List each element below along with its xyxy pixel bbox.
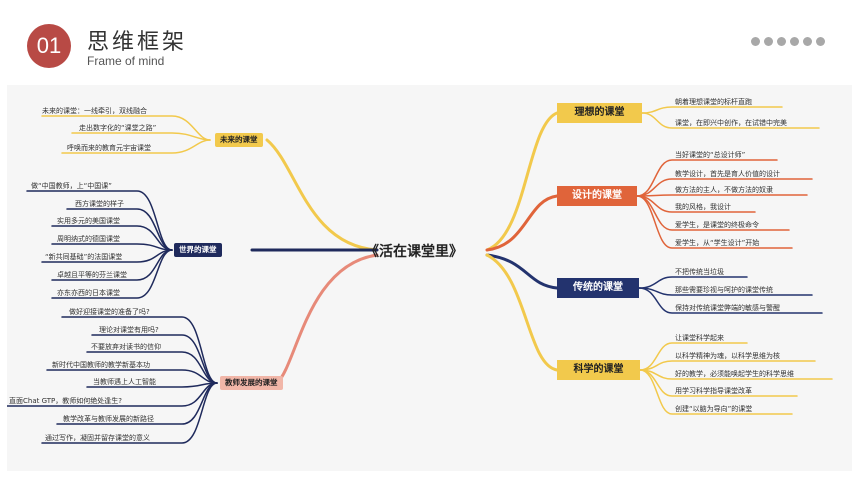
dot-icon [764, 37, 773, 46]
leaf-item: 不要放弃对读书的信仰 [91, 343, 161, 351]
leaf-item: 理论对课堂有用吗? [99, 326, 159, 334]
leaf-item: 做方法的主人，不做方法的奴隶 [675, 186, 773, 194]
leaf-item: 周明纳式的德国课堂 [57, 235, 120, 243]
leaf-item: 朝着理想课堂的标杆直跑 [675, 98, 752, 106]
leaf-item: 创建“以脑为导向”的课堂 [675, 405, 753, 413]
dot-icon [777, 37, 786, 46]
leaf-item: 西方课堂的样子 [75, 200, 124, 208]
mind-map-connectors [7, 106, 833, 444]
section-number-badge: 01 [27, 24, 71, 68]
leaf-item: 教学设计，首先是育人价值的设计 [675, 170, 780, 178]
branch-design-classroom: 设计的课堂 [557, 186, 637, 206]
leaf-item: 让课堂科学起来 [675, 334, 724, 342]
leaf-item: 用学习科学指导课堂改革 [675, 387, 752, 395]
branch-traditional-classroom: 传统的课堂 [557, 278, 639, 298]
dot-icon [790, 37, 799, 46]
leaf-item: 新时代中国教师的教学新基本功 [52, 361, 150, 369]
leaf-item: 不把传统当垃圾 [675, 268, 724, 276]
leaf-item: 那些需要珍视与呵护的课堂传统 [675, 286, 773, 294]
leaf-item: 亦东亦西的日本课堂 [57, 289, 120, 297]
leaf-item: 做“中国教师，上“中国课” [31, 182, 112, 190]
slide-header: 01 思维框架 Frame of mind [0, 0, 860, 80]
leaf-item: 爱学生，是课堂的终极命令 [675, 221, 759, 229]
leaf-item: 以科学精神为魂，以科学思维为核 [675, 352, 780, 360]
leaf-item: 当教师遇上人工智能 [93, 378, 156, 386]
branch-science-classroom: 科学的课堂 [557, 360, 640, 380]
branch-world-classroom: 世界的课堂 [174, 243, 222, 257]
dot-icon [751, 37, 760, 46]
leaf-item: “新共同基础”的法国课堂 [45, 253, 123, 261]
leaf-item: 教学改革与教师发展的新路径 [63, 415, 154, 423]
leaf-item: 保持对传统课堂弊端的敏感与警醒 [675, 304, 780, 312]
slide-subtitle: Frame of mind [87, 54, 165, 68]
dot-icon [816, 37, 825, 46]
leaf-item: 卓越且平等的芬兰课堂 [57, 271, 127, 279]
leaf-item: 直面Chat GTP，教师如何绝处逢生? [9, 397, 122, 405]
leaf-item: 呼唤而来的教育元宇宙课堂 [67, 144, 151, 152]
leaf-item: 课堂，在即兴中创作，在试错中完美 [675, 119, 787, 127]
leaf-item: 走出数字化的“课堂之路” [79, 124, 157, 132]
branch-ideal-classroom: 理想的课堂 [557, 103, 642, 123]
dot-icon [803, 37, 812, 46]
leaf-item: 好的教学，必须能唤起学生的科学思维 [675, 370, 794, 378]
leaf-item: 当好课堂的“总设计师” [675, 151, 746, 159]
branch-teacher-development: 教师发展的课堂 [220, 376, 283, 390]
decorative-dots [751, 37, 825, 46]
leaf-item: 做好迎接课堂的准备了吗? [69, 308, 150, 316]
leaf-item: 我的风格，我设计 [675, 203, 731, 211]
leaf-item: 爱学生，从“学生设计”开始 [675, 239, 760, 247]
mind-map: 《活在课堂里》 未来的课堂 世界的课堂 教师发展的课堂 理想的课堂 设计的课堂 … [7, 85, 852, 471]
slide-title: 思维框架 [87, 30, 188, 55]
leaf-item: 未来的课堂：一线牵引，双线融合 [42, 107, 147, 115]
center-topic: 《活在课堂里》 [365, 244, 463, 260]
branch-future-classroom: 未来的课堂 [215, 133, 263, 147]
leaf-item: 通过写作，凝固并留存课堂的意义 [45, 434, 150, 442]
leaf-item: 实用多元的美国课堂 [57, 217, 120, 225]
